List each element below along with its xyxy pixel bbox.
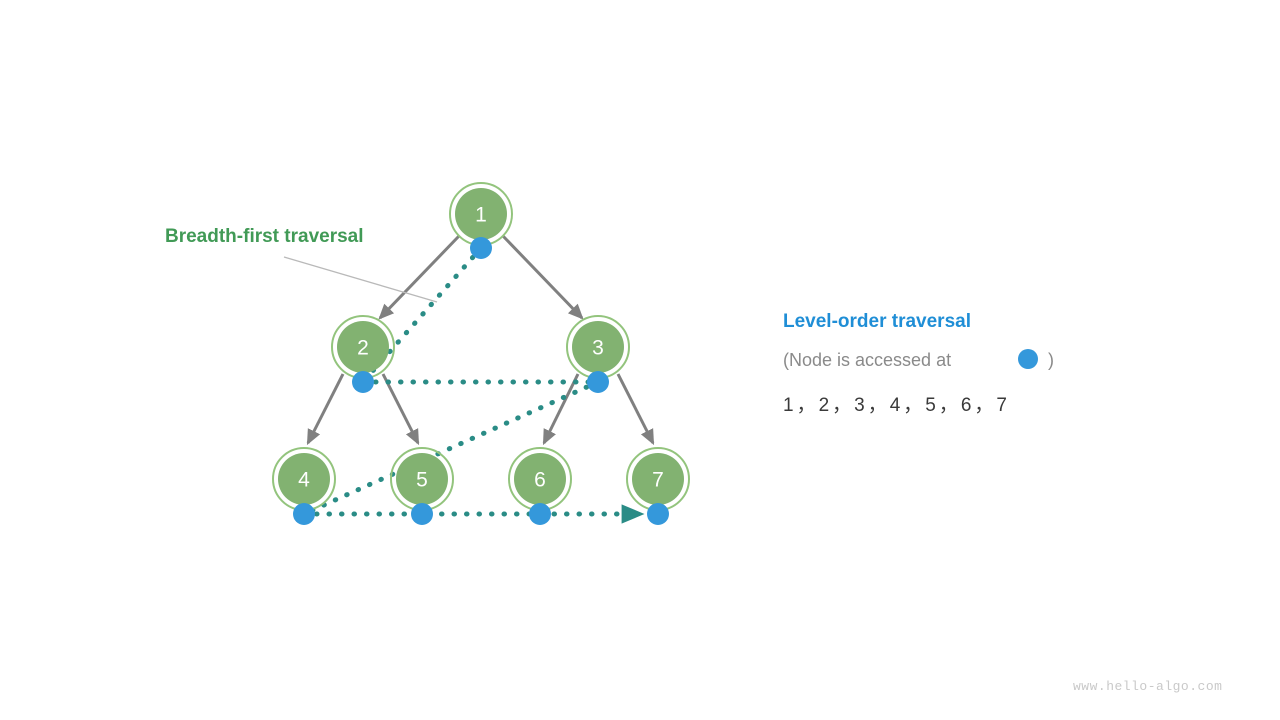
node-value: 2 [357,337,369,360]
edge-2-to-5 [381,373,420,446]
panel-subtitle-suffix: ) [1048,350,1054,370]
visit-marker-dot[interactable] [293,503,315,525]
tree-node-5[interactable]: 5 [390,447,454,511]
panel-sequence: 1，2，3，4，5，6，7 [783,395,1010,416]
visit-marker-dot[interactable] [587,371,609,393]
node-circle [455,188,507,240]
leader-line [283,256,438,303]
tree-node-2[interactable]: 2 [331,315,395,379]
node-value: 3 [592,337,604,360]
visit-markers [293,237,669,525]
node-circle [278,453,330,505]
tree-node-7[interactable]: 7 [626,447,690,511]
info-panel: Level-order traversal (Node is accessed … [783,311,1054,416]
visit-marker-dot[interactable] [529,503,551,525]
visit-marker-dot[interactable] [647,503,669,525]
tree-node-1[interactable]: 1 [449,182,513,246]
tree-node-4[interactable]: 4 [272,447,336,511]
node-value: 6 [534,469,546,492]
visit-marker-dot[interactable] [470,237,492,259]
tree-nodes: 1 2 3 4 5 [272,182,690,511]
visit-marker-dot[interactable] [411,503,433,525]
panel-subtitle-prefix: (Node is accessed at [783,350,951,370]
path-segment-3-to-4 [301,379,601,517]
node-circle [396,453,448,505]
panel-subtitle: (Node is accessed at [783,350,951,370]
edge-1-to-3 [501,234,584,320]
node-value: 5 [416,469,428,492]
visit-marker-dot[interactable] [352,371,374,393]
tree-node-3[interactable]: 3 [566,315,630,379]
edge-3-to-6 [542,373,580,446]
panel-title: Level-order traversal [783,311,971,332]
edge-2-to-4 [306,373,345,446]
bfs-annotation-label: Breadth-first traversal [165,226,364,247]
tree-edges [306,234,655,446]
edge-1-to-2 [378,234,461,320]
node-circle [632,453,684,505]
node-value: 4 [298,469,310,492]
edge-3-to-7 [616,373,655,446]
watermark: www.hello-algo.com [1073,679,1222,694]
node-circle [514,453,566,505]
node-circle [337,321,389,373]
tree-node-6[interactable]: 6 [508,447,572,511]
bfs-annotation: Breadth-first traversal [165,226,438,303]
node-circle [572,321,624,373]
panel-legend-dot-icon [1018,349,1038,369]
node-value: 1 [475,204,487,227]
node-value: 7 [652,469,664,492]
